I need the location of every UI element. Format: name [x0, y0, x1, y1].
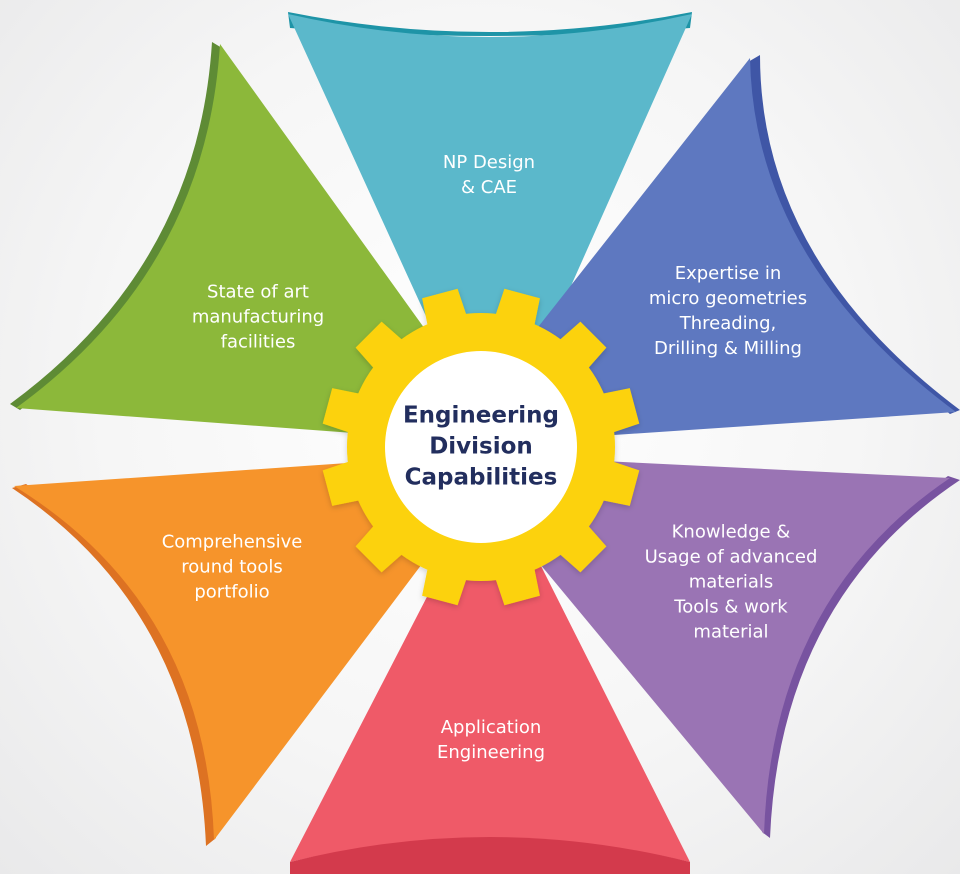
petal-lower-right	[520, 458, 960, 838]
gear-tooth	[555, 321, 607, 373]
petal-bottom-shape	[290, 560, 690, 862]
petal-label-lower-right: Knowledge & Usage of advanced materials …	[644, 521, 818, 643]
petal-upper-right	[520, 55, 960, 440]
center-title: Engineering Division Capabilities	[402, 402, 560, 491]
gear-tooth	[322, 388, 365, 434]
gear-tooth	[555, 521, 607, 573]
petal-label-upper-right: Expertise in micro geometries Threading,…	[648, 263, 808, 359]
petal-lower-left	[12, 458, 440, 846]
gear-hub	[385, 351, 577, 543]
petal-lower-left-shape	[14, 458, 440, 840]
petal-lower-right-shape	[520, 458, 950, 834]
gear-tooth	[422, 288, 468, 331]
gear-tooth	[322, 460, 365, 506]
gear-tooth	[355, 521, 407, 573]
gear-tooth	[422, 563, 468, 606]
petal-bottom-edge	[290, 837, 690, 874]
gear-teeth	[322, 288, 640, 606]
petal-top-edge	[288, 12, 692, 36]
petal-lower-right-edge	[762, 476, 960, 838]
petal-lower-left-edge	[12, 484, 216, 846]
petal-top-shape	[288, 14, 692, 360]
petal-bottom	[290, 560, 690, 874]
gear-tooth	[597, 388, 640, 434]
petal-label-lower-left: Comprehensive round tools portfolio	[161, 531, 303, 603]
petal-label-upper-left: State of art manufacturing facilities	[191, 281, 325, 353]
gear-icon	[322, 288, 640, 606]
petal-upper-left-shape	[16, 44, 440, 438]
gear-tooth	[597, 460, 640, 506]
petal-top	[288, 12, 692, 360]
petal-upper-left	[10, 42, 440, 438]
gear-tooth	[355, 321, 407, 373]
gear-tooth	[494, 563, 540, 606]
petal-label-bottom: Application Engineering	[437, 717, 545, 763]
petal-label-top: NP Design & CAE	[442, 152, 536, 198]
petal-upper-right-shape	[520, 58, 956, 440]
gear-tooth	[494, 288, 540, 331]
